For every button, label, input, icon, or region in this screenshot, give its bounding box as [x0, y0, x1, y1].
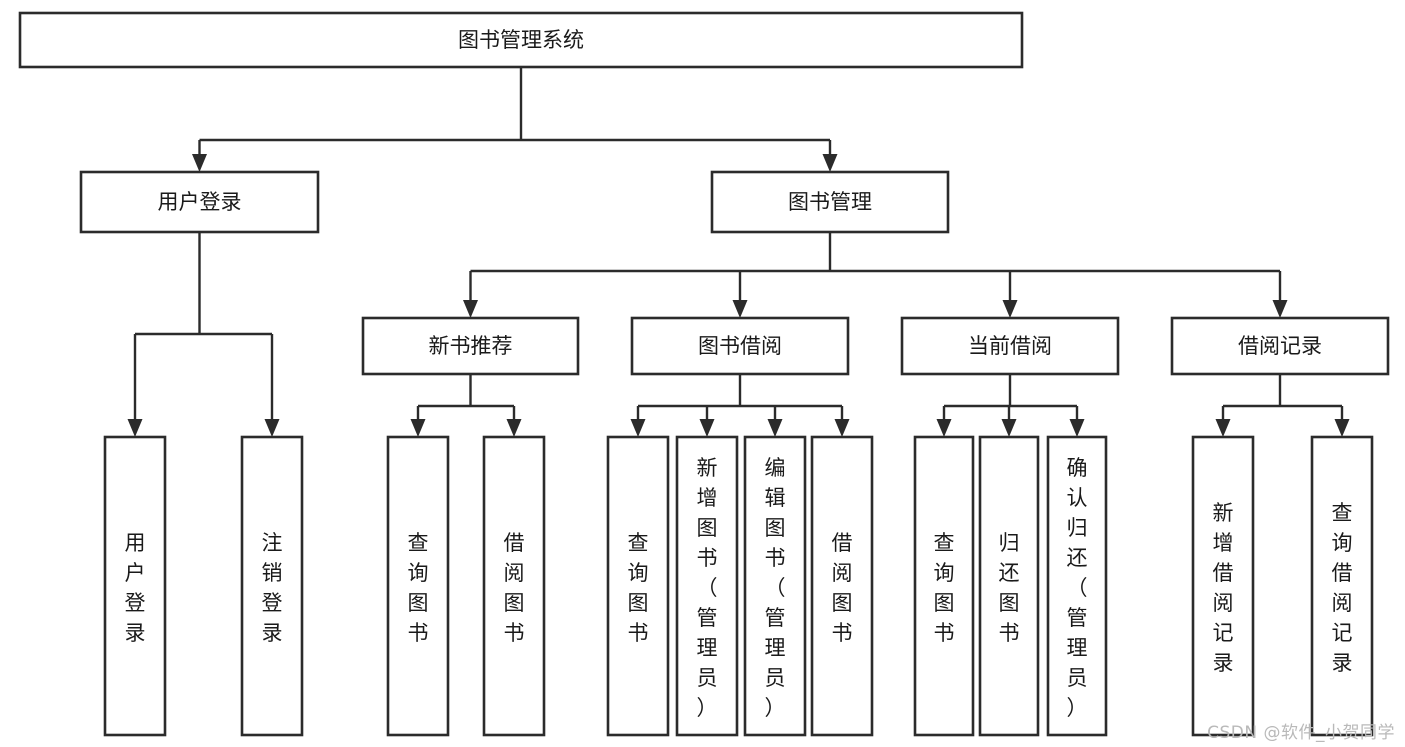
node-label: 确认归还（管理员）: [1067, 456, 1088, 720]
node-query-book-1[interactable]: 查询图书: [386, 435, 450, 737]
node-label: 当前借阅: [968, 334, 1052, 358]
node-borrow-records[interactable]: 借阅记录: [1170, 316, 1390, 376]
node-label: 图书管理系统: [458, 28, 584, 52]
node-label: 借阅图书: [832, 531, 853, 645]
node-label: 查询图书: [628, 531, 649, 645]
edges-layer: [127, 67, 1350, 437]
node-label: 注销登录: [262, 531, 283, 645]
node-root[interactable]: 图书管理系统: [18, 11, 1024, 69]
node-borrow-book-2[interactable]: 借阅图书: [810, 435, 874, 737]
node-confirm-return-admin[interactable]: 确认归还（管理员）: [1046, 435, 1108, 737]
node-label: 图书管理: [788, 190, 872, 214]
node-label: 借阅图书: [504, 531, 525, 645]
node-user-login[interactable]: 用户登录: [79, 170, 320, 234]
node-edit-book-admin[interactable]: 编辑图书（管理员）: [743, 435, 807, 737]
node-borrow-book-1[interactable]: 借阅图书: [482, 435, 546, 737]
node-query-book-2[interactable]: 查询图书: [606, 435, 670, 737]
node-user-logout-action[interactable]: 注销登录: [240, 435, 304, 737]
node-label: 查询图书: [934, 531, 955, 645]
node-label: 用户登录: [125, 531, 146, 645]
node-add-borrow-record[interactable]: 新增借阅记录: [1191, 435, 1255, 737]
node-label: 查询图书: [408, 531, 429, 645]
node-label: 新书推荐: [429, 334, 513, 358]
node-label: 新增图书（管理员）: [697, 456, 718, 720]
node-new-book-recommend[interactable]: 新书推荐: [361, 316, 580, 376]
node-label: 借阅记录: [1238, 334, 1322, 358]
watermark-text: CSDN @软件_小贺同学: [1207, 723, 1395, 743]
node-book-borrow[interactable]: 图书借阅: [630, 316, 850, 376]
node-label: 查询借阅记录: [1332, 501, 1353, 675]
node-query-book-3[interactable]: 查询图书: [913, 435, 975, 737]
node-current-borrow[interactable]: 当前借阅: [900, 316, 1120, 376]
nodes-layer: 图书管理系统用户登录图书管理用户登录注销登录新书推荐图书借阅当前借阅借阅记录查询…: [18, 11, 1390, 737]
node-query-borrow-record[interactable]: 查询借阅记录: [1310, 435, 1374, 737]
node-return-book[interactable]: 归还图书: [978, 435, 1040, 737]
node-label: 新增借阅记录: [1213, 501, 1234, 675]
node-label: 用户登录: [158, 190, 242, 214]
node-add-book-admin[interactable]: 新增图书（管理员）: [675, 435, 739, 737]
node-user-login-action[interactable]: 用户登录: [103, 435, 167, 737]
node-label: 编辑图书（管理员）: [765, 456, 786, 720]
node-book-management[interactable]: 图书管理: [710, 170, 950, 234]
node-label: 图书借阅: [698, 334, 782, 358]
node-label: 归还图书: [999, 531, 1020, 645]
